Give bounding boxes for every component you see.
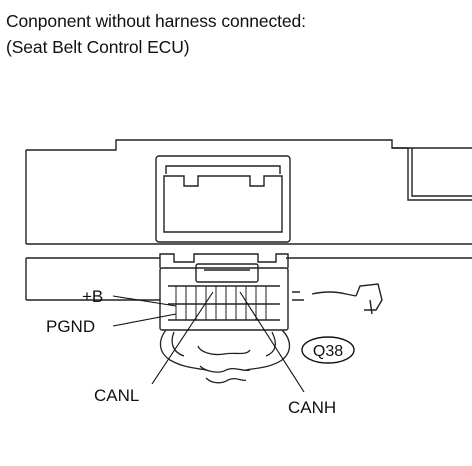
pin-label-pgnd: PGND (46, 317, 95, 336)
figure-code: Q38 (313, 343, 343, 360)
caption-line-1: Conponent without harness connected: (6, 11, 306, 31)
connector-clip (292, 283, 383, 315)
pin-label-canl: CANL (94, 386, 139, 405)
lower-connector (159, 253, 289, 331)
diagram-caption: Conponent without harness connected: (Se… (6, 8, 306, 60)
caption-line-2: (Seat Belt Control ECU) (6, 37, 190, 57)
pin-label-canh: CANH (288, 398, 336, 417)
figure-code-badge: Q38 (301, 336, 355, 364)
pin-label-plus-b: +B (82, 287, 103, 306)
leader-lines (112, 291, 305, 393)
ecu-housing (25, 139, 472, 301)
wire-harness (159, 329, 291, 384)
connector-pin-grid (175, 286, 267, 320)
upper-connector-socket (155, 155, 291, 243)
